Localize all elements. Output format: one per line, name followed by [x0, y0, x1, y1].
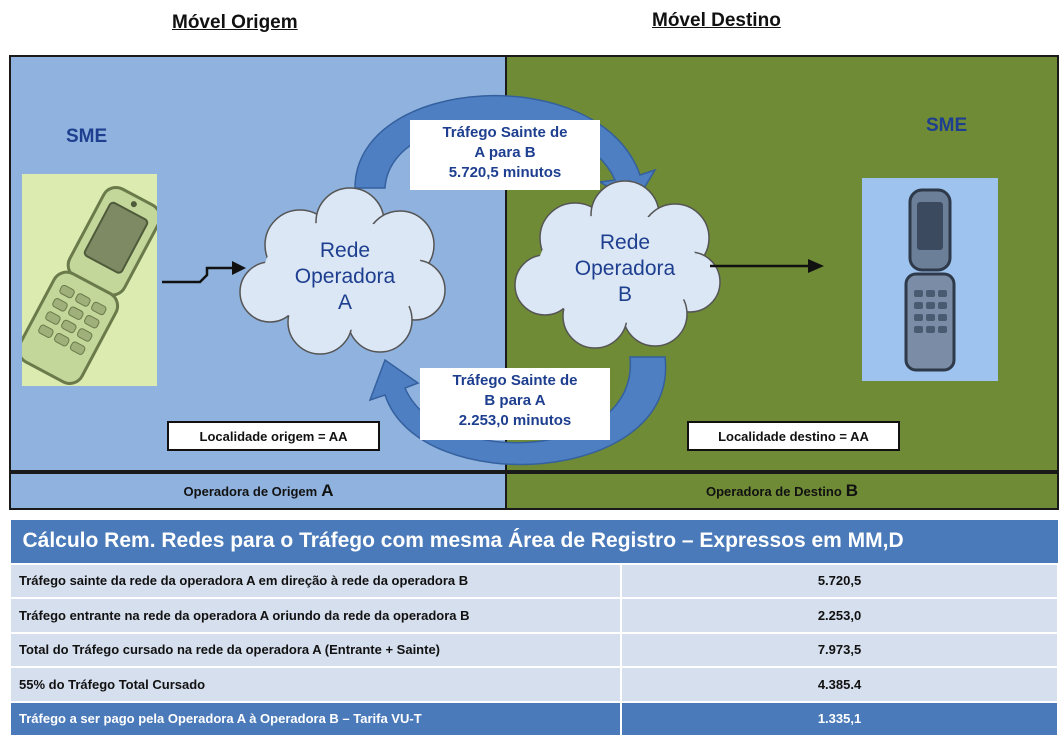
calculation-table: Cálculo Rem. Redes para o Tráfego com me… — [9, 519, 1059, 737]
destination-phone-image — [862, 178, 998, 381]
table-header: Cálculo Rem. Redes para o Tráfego com me… — [9, 519, 1059, 564]
flip-phone-icon — [17, 185, 162, 385]
cloud-b-line-2: Operadora — [574, 257, 676, 280]
traffic-ba-line-2: B para A — [484, 392, 546, 409]
cloud-a-line-3: A — [337, 291, 352, 314]
sme-destination-label: SME — [926, 115, 968, 136]
arrow-phone-to-cloud-a-icon — [162, 266, 232, 284]
traffic-ab-line-1: Tráfego Sainte de — [442, 124, 568, 141]
origin-locality-box: Localidade origem = AA — [167, 421, 380, 451]
origin-operator-label: Operadora de Origem — [183, 483, 318, 499]
title-movel-origem: Móvel Origem — [172, 12, 298, 33]
row-value: 1.335,1 — [620, 700, 1059, 737]
cloud-a-line-2: Operadora — [294, 265, 396, 288]
row-label: Tráfego entrante na rede da operadora A … — [9, 597, 622, 634]
traffic-ab-line-2: A para B — [474, 144, 536, 161]
cloud-a-label: Rede Operadora A — [265, 238, 425, 316]
table-row: Tráfego entrante na rede da operadora A … — [9, 597, 1059, 634]
cloud-b-icon — [514, 180, 721, 349]
traffic-a-to-b-box: Tráfego Sainte de A para B 5.720,5 minut… — [410, 120, 600, 190]
destination-operator-bar: Operadora de Destino B — [505, 472, 1059, 510]
table-row: Tráfego sainte da rede da operadora A em… — [9, 562, 1059, 599]
origin-phone-image — [17, 174, 162, 386]
row-label: Tráfego a ser pago pela Operadora A à Op… — [9, 700, 622, 737]
cloud-b-line-3: B — [617, 283, 632, 306]
cloud-a-icon — [239, 187, 446, 355]
row-label: Total do Tráfego cursado na rede da oper… — [9, 631, 622, 668]
diagram-overlay — [162, 95, 824, 466]
cloud-b-line-1: Rede — [599, 231, 651, 254]
origin-operator-bar: Operadora de Origem A — [9, 472, 506, 510]
row-value: 5.720,5 — [620, 562, 1059, 599]
row-label: 55% do Tráfego Total Cursado — [9, 666, 622, 703]
row-value: 4.385.4 — [620, 666, 1059, 703]
title-movel-destino: Móvel Destino — [652, 10, 781, 31]
traffic-ba-line-1: Tráfego Sainte de — [452, 372, 578, 389]
traffic-ab-line-3: 5.720,5 minutos — [448, 164, 562, 181]
row-value: 2.253,0 — [620, 597, 1059, 634]
cloud-b-label: Rede Operadora B — [545, 230, 705, 308]
sme-origin-label: SME — [66, 126, 108, 147]
table-row-highlight: Tráfego a ser pago pela Operadora A à Op… — [9, 700, 1059, 737]
origin-operator-letter: A — [321, 481, 334, 500]
row-label: Tráfego sainte da rede da operadora A em… — [9, 562, 622, 599]
row-value: 7.973,5 — [620, 631, 1059, 668]
traffic-b-to-a-box: Tráfego Sainte de B para A 2.253,0 minut… — [420, 368, 610, 440]
table-row: Total do Tráfego cursado na rede da oper… — [9, 631, 1059, 668]
destination-operator-letter: B — [845, 481, 859, 500]
cloud-a-line-1: Rede — [319, 239, 371, 262]
phone-icon — [904, 188, 956, 372]
traffic-ba-line-3: 2.253,0 minutos — [458, 412, 572, 429]
destination-locality-box: Localidade destino = AA — [687, 421, 900, 451]
destination-operator-label: Operadora de Destino — [705, 483, 842, 499]
